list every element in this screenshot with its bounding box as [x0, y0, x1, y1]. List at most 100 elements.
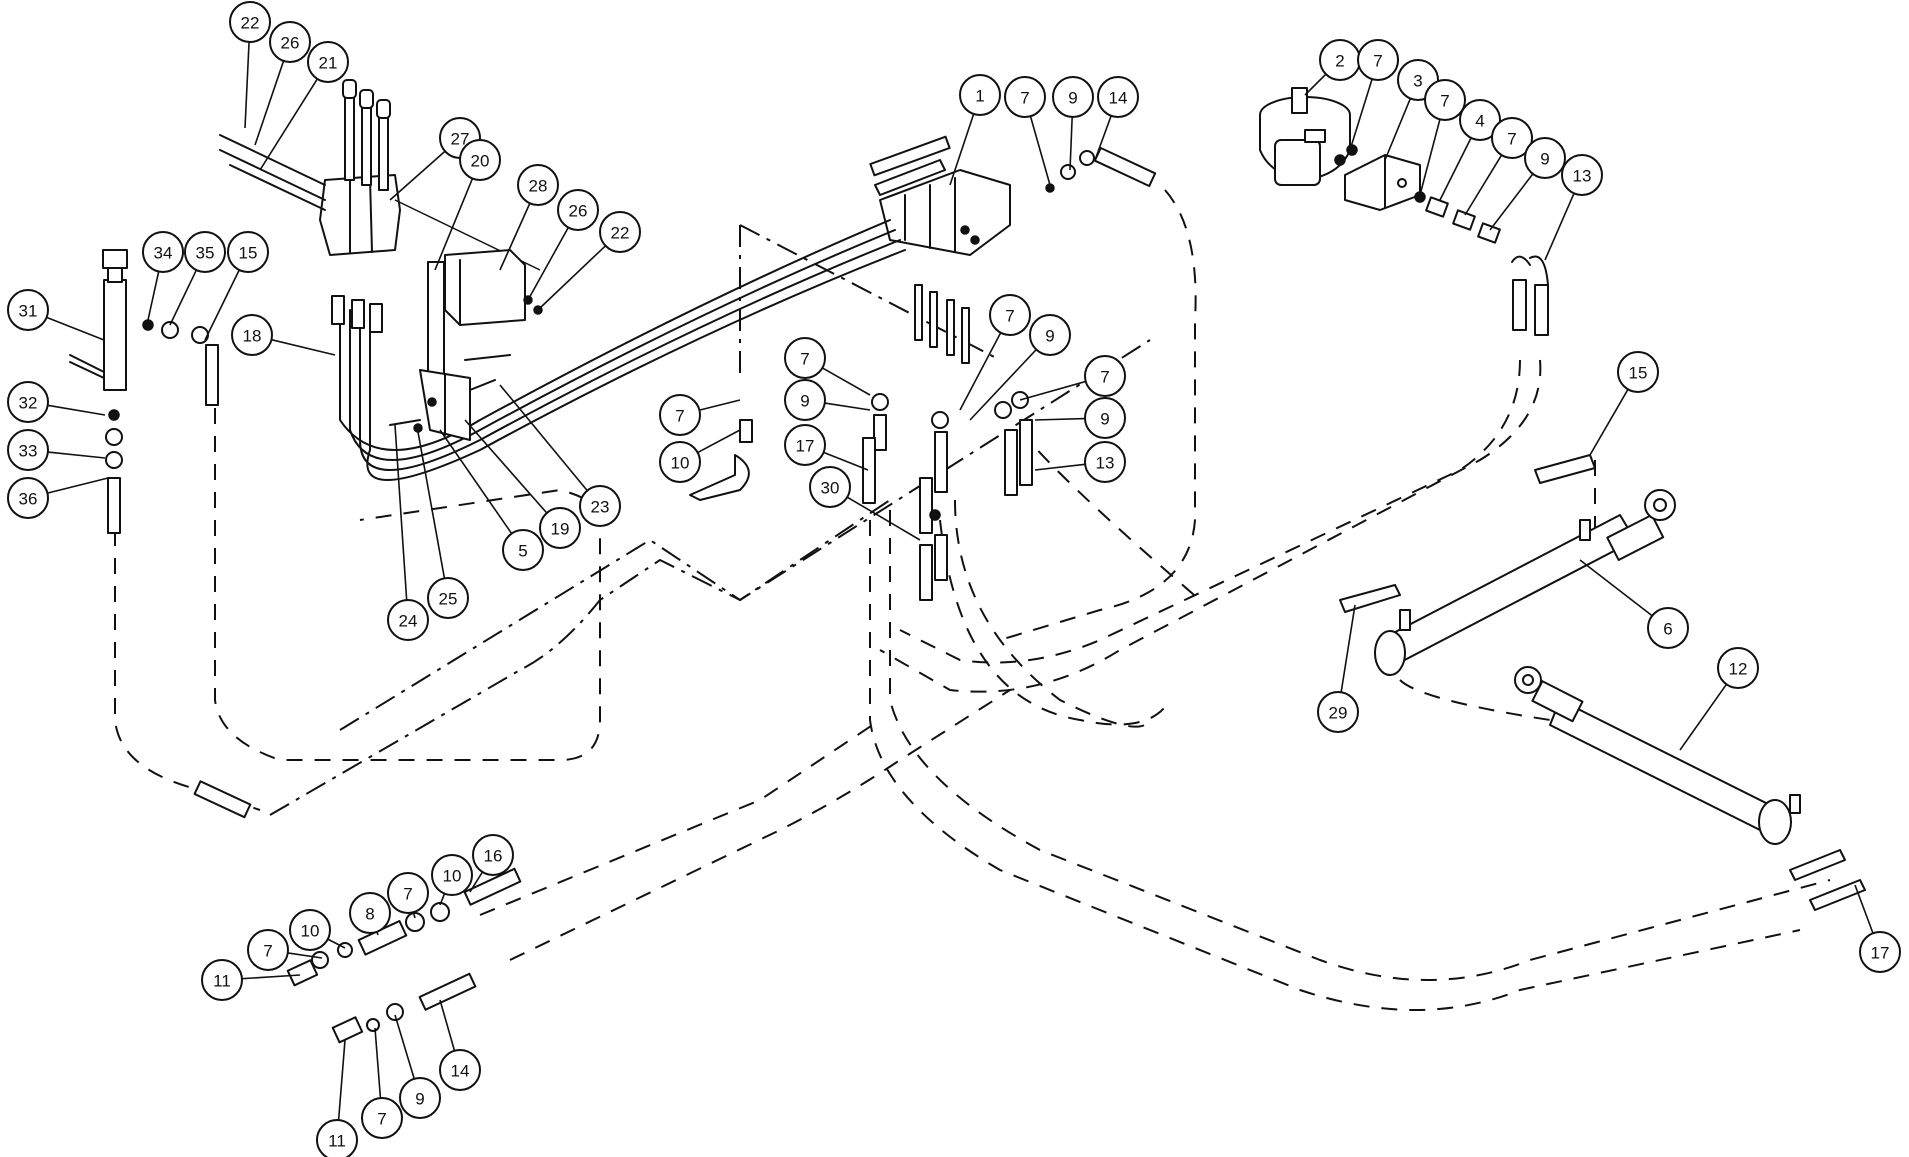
- callout-label: 7: [1020, 89, 1029, 108]
- callout-label: 24: [399, 612, 418, 631]
- callout-label: 7: [1440, 92, 1449, 111]
- callout-circle: [427, 577, 469, 619]
- callout-1: 1: [959, 74, 1001, 116]
- leader-line: [527, 227, 569, 301]
- callout-label: 14: [1109, 89, 1128, 108]
- callout-label: 16: [484, 847, 503, 866]
- callout-9: 9: [1524, 137, 1566, 179]
- callout-7: 7: [361, 1097, 403, 1139]
- callout-circle: [659, 441, 701, 483]
- callout-label: 14: [451, 1062, 470, 1081]
- leader-line: [204, 269, 240, 341]
- callout-label: 25: [439, 590, 458, 609]
- manifold-block-3: [1334, 144, 1501, 244]
- callout-label: 7: [263, 942, 272, 961]
- callout-circle: [7, 429, 49, 471]
- callout-circle: [439, 1049, 481, 1091]
- callout-7: 7: [989, 294, 1031, 336]
- leader-line: [1854, 884, 1874, 934]
- callout-label: 2: [1335, 52, 1344, 71]
- callout-circle: [349, 892, 391, 934]
- callout-label: 15: [239, 244, 258, 263]
- callout-7: 7: [247, 929, 289, 971]
- leader-line: [823, 451, 869, 471]
- leader-line: [969, 349, 1037, 421]
- callout-7: 7: [784, 337, 826, 379]
- callout-circle: [599, 211, 641, 253]
- callout-circle: [289, 909, 331, 951]
- leader-line: [1439, 137, 1472, 201]
- leader-line: [499, 384, 588, 492]
- callout-label: 8: [365, 905, 374, 924]
- callout-circle: [361, 1097, 403, 1139]
- callout-circle: [784, 337, 826, 379]
- callout-label: 13: [1573, 167, 1592, 186]
- callout-17: 17: [1859, 931, 1901, 973]
- callout-label: 11: [328, 1132, 346, 1151]
- callout-label: 7: [1100, 368, 1109, 387]
- callout-circle: [784, 379, 826, 421]
- leader-line: [259, 78, 319, 171]
- leader-line: [46, 316, 105, 341]
- callout-circle: [1052, 76, 1094, 118]
- callout-circle: [1084, 397, 1126, 439]
- leader-line: [1340, 604, 1356, 693]
- hydraulic-hoses: [339, 219, 906, 481]
- callout-label: 7: [675, 407, 684, 426]
- callout-label: 32: [19, 394, 38, 413]
- callout-label: 10: [301, 922, 320, 941]
- callout-label: 7: [1373, 52, 1382, 71]
- callout-label: 10: [443, 867, 462, 886]
- callout-circle: [502, 529, 544, 571]
- callout-label: 1: [975, 87, 984, 106]
- callout-circle: [316, 1119, 358, 1157]
- mount-plate-19: [389, 354, 511, 441]
- cylinder-6: [1339, 454, 1676, 676]
- leader-line: [337, 1039, 346, 1121]
- callout-circle: [231, 314, 273, 356]
- callout-label: 28: [529, 177, 548, 196]
- callout-circle: [1084, 441, 1126, 483]
- callout-18: 18: [231, 314, 273, 356]
- leader-line: [1349, 78, 1373, 151]
- control-valve-1: [869, 135, 1011, 256]
- callout-2: 2: [1319, 39, 1361, 81]
- callout-label: 36: [19, 490, 38, 509]
- leader-line: [241, 974, 301, 980]
- callout-label: 7: [403, 885, 412, 904]
- callout-circle: [1717, 647, 1759, 689]
- callout-36: 36: [7, 477, 49, 519]
- leader-line: [169, 269, 198, 326]
- leader-line: [824, 402, 871, 411]
- callout-circle: [387, 599, 429, 641]
- leader-line: [539, 245, 607, 309]
- callout-label: 15: [1629, 364, 1648, 383]
- callout-26: 26: [269, 21, 311, 63]
- callout-label: 7: [377, 1110, 386, 1129]
- callout-20: 20: [459, 139, 501, 181]
- callout-label: 9: [800, 392, 809, 411]
- callout-label: 7: [1507, 130, 1516, 149]
- fittings-34-35-15: [142, 319, 219, 406]
- callout-circle: [142, 231, 184, 273]
- leader-line: [1464, 154, 1503, 216]
- callout-label: 26: [569, 202, 588, 221]
- callout-circle: [809, 466, 851, 508]
- callout-circle: [201, 959, 243, 1001]
- callout-label: 9: [1068, 89, 1077, 108]
- callout-9: 9: [1052, 76, 1094, 118]
- callout-33: 33: [7, 429, 49, 471]
- callout-10: 10: [431, 854, 473, 896]
- leader-line: [846, 496, 921, 541]
- leader-line: [47, 477, 109, 494]
- callout-7: 7: [387, 872, 429, 914]
- callout-circle: [1317, 691, 1359, 733]
- leader-line: [1034, 463, 1086, 471]
- callout-circle: [7, 289, 49, 331]
- bottom-fittings: [193, 780, 522, 1044]
- callout-13: 13: [1084, 441, 1126, 483]
- leader-line: [327, 938, 346, 949]
- leader-line: [147, 271, 160, 321]
- callout-circle: [1004, 76, 1046, 118]
- hoses-13-right: [1511, 255, 1549, 336]
